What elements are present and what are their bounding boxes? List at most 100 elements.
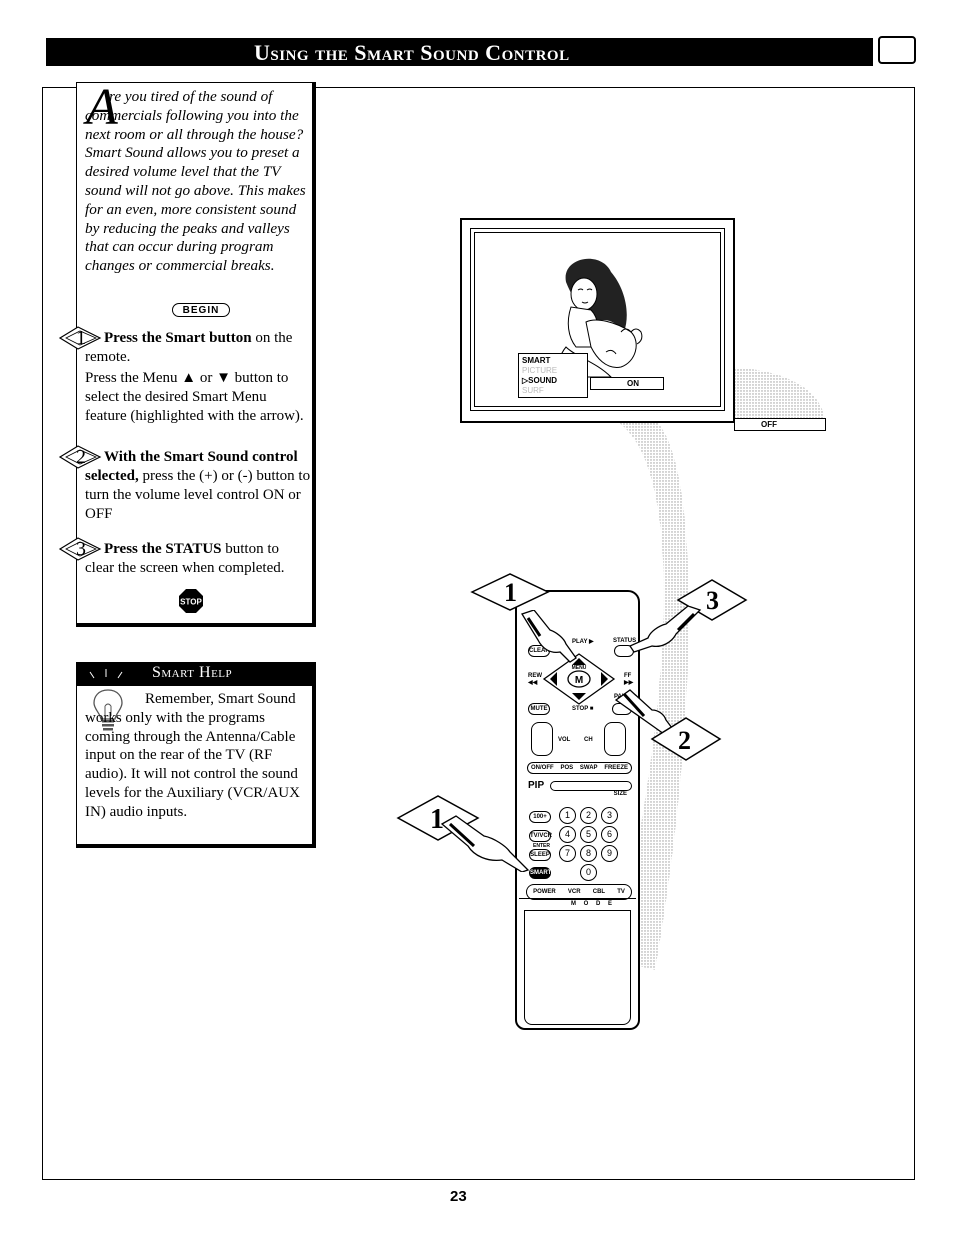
pointing-hand-icon: [629, 606, 702, 653]
lightbulb-icon: [93, 689, 123, 731]
step-2-bold: With the Smart Sound control selected,: [85, 449, 298, 484]
tv-smart-menu: SMART PICTURE ▷SOUND SURF: [518, 353, 588, 398]
remote-power-button[interactable]: POWER: [533, 889, 556, 895]
pointing-hand-icon: [521, 610, 577, 663]
pointing-hand-icon: [440, 815, 530, 872]
callout-1-top-number: 1: [504, 578, 517, 607]
callout-2-pointer: [614, 689, 673, 735]
step-3: Press the STATUS button to clear the scr…: [85, 540, 307, 578]
pip-size-label: SIZE: [613, 791, 627, 797]
remote-mode-buttons: POWER VCR CBL TV: [526, 884, 632, 900]
step-3-bold: Press the STATUS: [104, 541, 222, 557]
callout-1-bottom-number: 1: [430, 804, 444, 835]
remote-sleep-button[interactable]: SLEEP: [529, 849, 551, 861]
remote-cbl-button[interactable]: CBL: [592, 889, 606, 895]
intro-paragraph: re you tired of the sound of commercials…: [85, 88, 307, 276]
remote-100-button[interactable]: 100+: [529, 811, 551, 823]
intro-text: re you tired of the sound of commercials…: [85, 88, 306, 275]
remote-key-7[interactable]: 7: [559, 845, 576, 862]
pip-freeze-button[interactable]: FREEZE: [604, 765, 628, 771]
callout-3-number: 3: [706, 586, 719, 615]
remote-volume-rocker[interactable]: [531, 722, 553, 756]
step-1-number: 1: [76, 327, 86, 349]
remote-key-1[interactable]: 1: [559, 807, 576, 824]
remote-rew-label: REW ◀◀: [528, 673, 542, 686]
intro-dropcap: A: [86, 79, 118, 136]
remote-mode-label: M O D E: [571, 901, 616, 907]
menu-down-arrow-icon: [572, 693, 586, 700]
step-3-rest: button to clear the screen when complete…: [85, 541, 285, 576]
page-number: 23: [450, 1188, 467, 1205]
pip-pos-button[interactable]: POS: [560, 765, 574, 771]
instructions-panel: [76, 82, 316, 627]
remote-tv-button[interactable]: TV: [617, 889, 625, 895]
tv-screen: [474, 232, 721, 407]
remote-key-0[interactable]: 0: [580, 864, 597, 881]
callout-1-top-arrow-icon: 1: [470, 573, 550, 611]
step-1-extra: Press the Menu ▲ or ▼ button to select t…: [85, 370, 304, 424]
smart-menu-picture: PICTURE: [522, 366, 558, 375]
remote-mute-button[interactable]: MUTE: [528, 703, 550, 715]
remote-ch-label: CH: [584, 737, 593, 743]
step-3-arrow-icon: 3: [58, 537, 102, 561]
sound-on-indicator: ON: [590, 377, 664, 390]
remote-key-5[interactable]: 5: [580, 826, 597, 843]
step-1-bold: Press the Smart button: [104, 330, 252, 346]
smart-help-header: [76, 662, 312, 686]
smart-help-panel: [76, 662, 316, 848]
stop-sign-label: STOP: [180, 598, 202, 607]
remote-key-8[interactable]: 8: [580, 845, 597, 862]
menu-center-label: M: [575, 675, 583, 686]
remote-channel-rocker[interactable]: [604, 722, 626, 756]
smart-menu-sound: ▷SOUND: [522, 376, 558, 385]
step-1: Press the Smart button on the remote.: [85, 329, 307, 367]
callout-2-number: 2: [678, 726, 691, 755]
remote-pip-buttons: ON/OFF POS SWAP FREEZE: [527, 762, 632, 774]
tv-bezel: [470, 228, 725, 411]
remote-enter-label: ENTER: [533, 843, 550, 849]
remote-pip-label: PIP: [528, 780, 545, 791]
step-2: With the Smart Sound control selected, p…: [85, 448, 311, 524]
step-3-number: 3: [76, 538, 86, 560]
remote-key-2[interactable]: 2: [580, 807, 597, 824]
smart-help-title: Smart Help: [152, 664, 233, 681]
remote-key-4[interactable]: 4: [559, 826, 576, 843]
step-2-arrow-icon: 2: [58, 445, 102, 469]
menu-up-arrow-icon: [572, 658, 586, 665]
smart-help-body: Remember, Smart Sound works only with th…: [85, 691, 300, 820]
page-frame: [42, 87, 915, 1180]
step-2-rest: press the (+) or (-) button to turn the …: [85, 468, 311, 522]
step-1-rest: on the remote.: [85, 330, 293, 365]
step-1-arrow-icon: 1: [58, 326, 102, 350]
remote-key-9[interactable]: 9: [601, 845, 618, 862]
remote-smart-button[interactable]: SMART: [529, 867, 551, 879]
remote-divider: [519, 898, 636, 899]
remote-status-label: STATUS: [613, 638, 637, 644]
smart-help-text: Remember, Smart Sound works only with th…: [85, 690, 309, 822]
pip-swap-button[interactable]: SWAP: [579, 765, 598, 771]
begin-badge: BEGIN: [172, 303, 230, 317]
pip-onoff-button[interactable]: ON/OFF: [531, 765, 554, 771]
volume-minus-arrow-icon: [550, 672, 557, 686]
page-title: Using the Smart Sound Control: [254, 40, 570, 65]
remote-key-6[interactable]: 6: [601, 826, 618, 843]
remote-vol-label: VOL: [558, 737, 571, 743]
smart-menu-surf: SURF: [522, 386, 544, 395]
sound-off-indicator: OFF: [734, 418, 826, 431]
menu-label: MENU: [572, 665, 587, 671]
light-rays-icon: [89, 669, 123, 679]
remote-stop-label: STOP ■: [572, 706, 594, 712]
remote-battery-cover: [524, 910, 631, 1025]
smart-menu-title: SMART: [522, 356, 551, 365]
remote-pip-size-button[interactable]: SIZE: [550, 781, 632, 797]
header-tab-box: [878, 36, 916, 64]
remote-key-3[interactable]: 3: [601, 807, 618, 824]
remote-tvvcr-button[interactable]: TV/VCR: [529, 830, 552, 842]
volume-plus-arrow-icon: [601, 672, 608, 686]
callout-2-arrow-icon: 2: [650, 717, 722, 761]
remote-dpad[interactable]: M MENU: [542, 652, 616, 706]
remote-vcr-button[interactable]: VCR: [567, 889, 581, 895]
header-bar: [46, 38, 873, 66]
remote-play-label: PLAY ▶: [572, 639, 594, 645]
step-2-number: 2: [76, 446, 86, 468]
